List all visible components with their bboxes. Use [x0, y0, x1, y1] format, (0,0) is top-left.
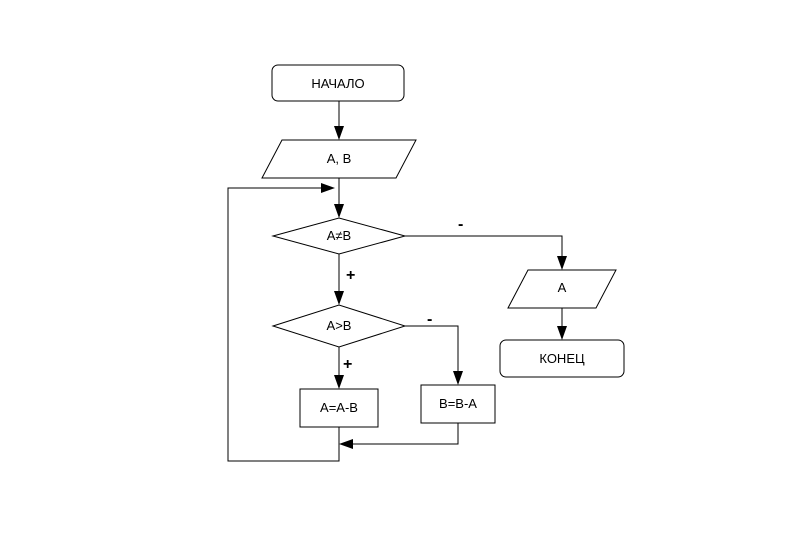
arrowhead-end [557, 326, 567, 340]
output-label: A [558, 280, 567, 295]
cond2-yes-sign: + [343, 356, 352, 373]
connector-assign-b-merge [353, 423, 459, 445]
cond1-yes-sign: + [346, 267, 355, 284]
assign-a-box [299, 388, 379, 428]
assign-b-box [420, 384, 496, 424]
arrowhead-assign-b [453, 371, 463, 385]
start-label: НАЧАЛО [311, 76, 364, 91]
output-parallelogram [507, 269, 617, 309]
arrowhead-assign-a [334, 375, 344, 389]
arrowhead-output [557, 256, 567, 270]
condition2-label: A>B [327, 318, 352, 333]
assign-b-label: B=B-A [439, 396, 477, 411]
condition1-label: A≠B [327, 228, 351, 243]
end-label: КОНЕЦ [539, 351, 585, 366]
arrowhead-cond1 [334, 204, 344, 218]
start-terminator [271, 64, 405, 102]
arrowhead-input [334, 126, 344, 140]
input-label: A, B [327, 151, 352, 166]
connector-cond1-output [405, 235, 563, 256]
end-terminator [499, 339, 625, 378]
arrowhead-loop [321, 183, 335, 193]
arrowhead-merge [339, 439, 353, 449]
cond2-no-sign: - [427, 311, 432, 328]
input-parallelogram [261, 139, 417, 179]
cond1-no-sign: - [458, 216, 463, 233]
loop-back-connector [227, 187, 340, 462]
arrowhead-cond2 [334, 291, 344, 305]
connector-cond2-assign-b [405, 325, 459, 371]
assign-a-label: A=A-B [320, 400, 358, 415]
